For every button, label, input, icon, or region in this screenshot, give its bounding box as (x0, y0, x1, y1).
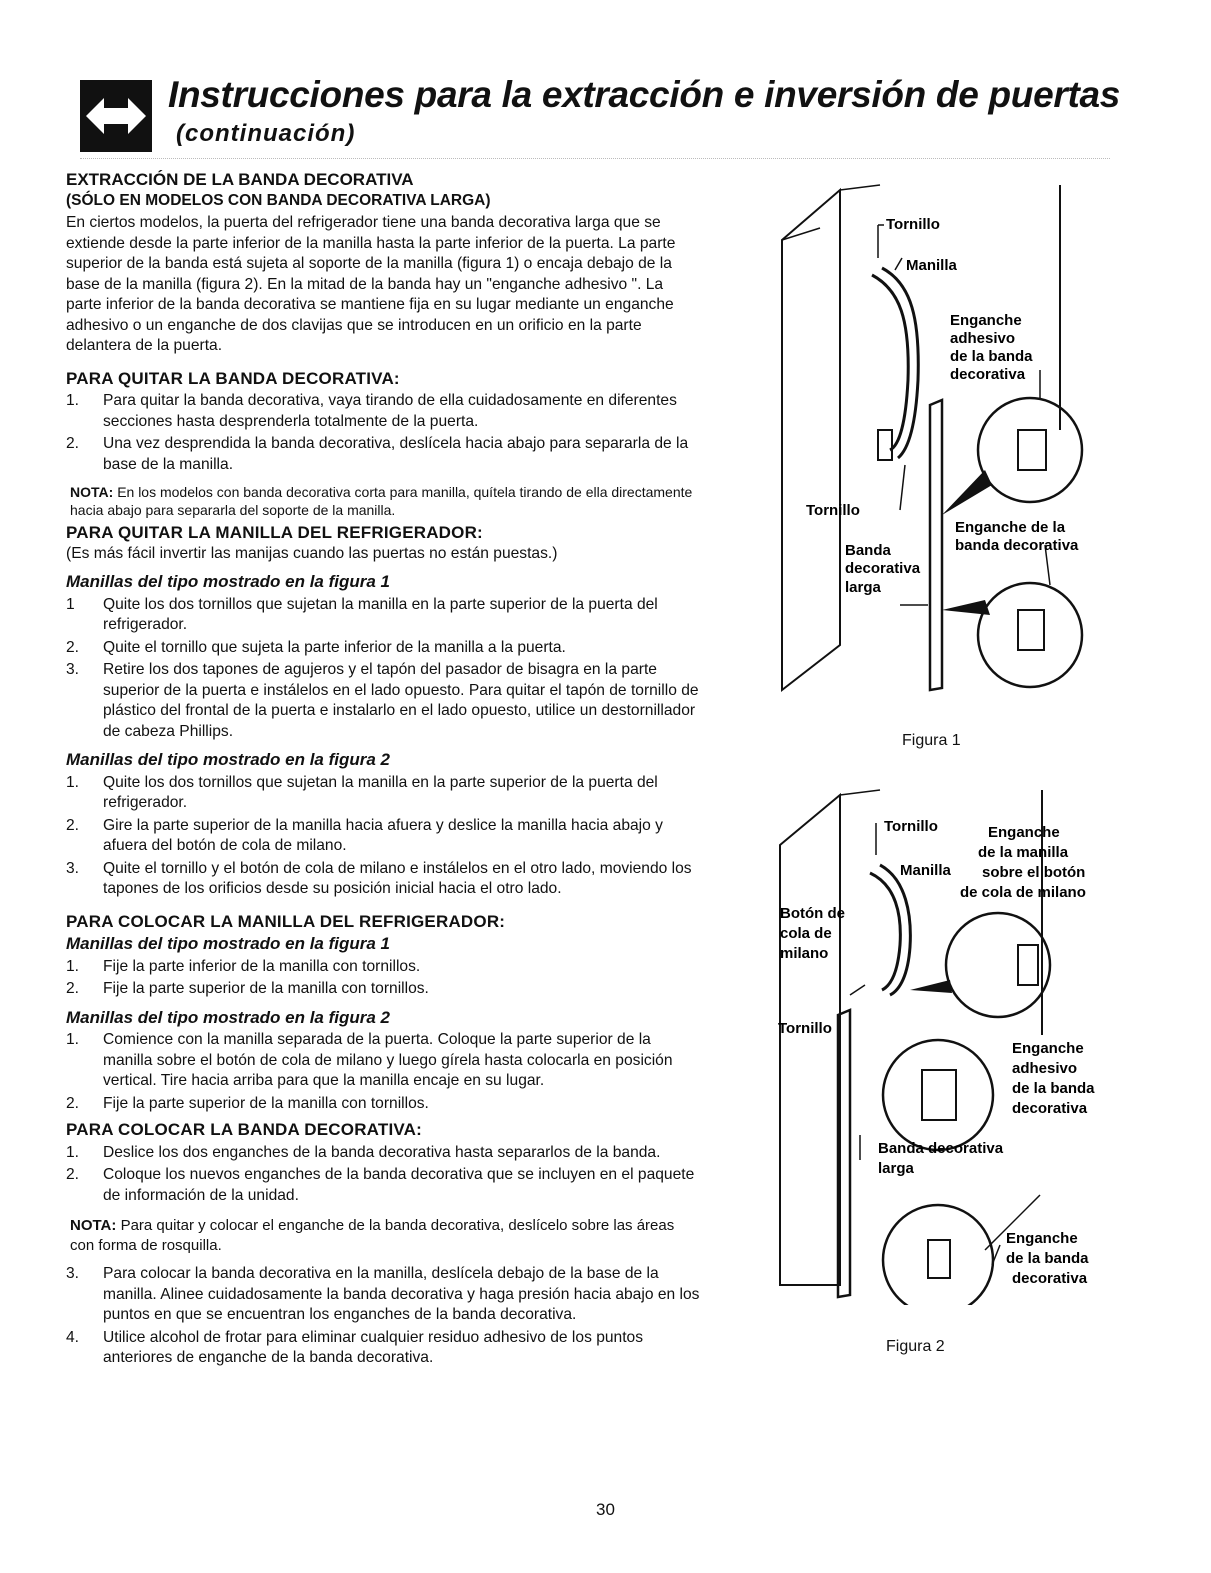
note: NOTA: En los modelos con banda decorativ… (70, 484, 693, 518)
list-item: 2.Fije la parte superior de la manilla c… (66, 1094, 429, 1112)
figure-1-caption: Figura 1 (902, 732, 961, 749)
list-item: 3.Para colocar la banda decorativa en la… (66, 1265, 700, 1323)
svg-text:milano: milano (780, 945, 828, 962)
svg-text:sobre el botón: sobre el botón (982, 864, 1085, 881)
subsection-heading: Manillas del tipo mostrado en la figura … (66, 750, 391, 769)
svg-text:de la banda: de la banda (950, 348, 1033, 365)
svg-text:Enganche de la: Enganche de la (955, 519, 1066, 536)
section-heading: PARA QUITAR LA MANILLA DEL REFRIGERADOR: (66, 523, 483, 542)
section-heading: PARA QUITAR LA BANDA DECORATIVA: (66, 368, 400, 388)
list-item: 1.Fije la parte inferior de la manilla c… (66, 957, 421, 975)
list-item: 2.Una vez desprendida la banda decorativ… (66, 435, 689, 473)
page-header: Instrucciones para la extracción e inver… (80, 70, 1120, 158)
svg-text:Enganche: Enganche (988, 824, 1060, 841)
list-item: 1.Deslice los dos enganches de la banda … (66, 1143, 661, 1161)
label-tornillo: Tornillo (806, 502, 860, 519)
svg-text:de la banda: de la banda (1012, 1080, 1095, 1097)
list-item: 2.Fije la parte superior de la manilla c… (66, 980, 429, 997)
section-heading: PARA COLOCAR LA BANDA DECORATIVA: (66, 1120, 423, 1139)
svg-text:de la manilla: de la manilla (978, 844, 1069, 861)
svg-text:Banda: Banda (845, 542, 892, 559)
list-item: 2.Gire la parte superior de la manilla h… (66, 816, 663, 855)
svg-text:Botón de: Botón de (780, 905, 845, 922)
section-heading: PARA COLOCAR LA MANILLA DEL REFRIGERADOR… (66, 911, 506, 931)
label-manilla: Manilla (906, 257, 958, 274)
list-item: 4.Utilice alcohol de frotar para elimina… (66, 1328, 644, 1367)
double-arrow-icon (80, 80, 152, 152)
svg-text:decorativa: decorativa (1012, 1100, 1088, 1117)
page-subtitle: (continuación) (176, 120, 356, 147)
svg-text:Enganche: Enganche (1006, 1230, 1078, 1247)
list-item: 2.Quite el tornillo que sujeta la parte … (66, 638, 566, 656)
figure-1-diagram: Tornillo Manilla Enganche adhesivo de la… (781, 184, 1084, 693)
svg-text:decorativa: decorativa (950, 366, 1026, 383)
list-item: 3.Quite el tornillo y el botón de cola d… (66, 859, 692, 898)
svg-text:cola de: cola de (780, 925, 832, 942)
instructions-column: EXTRACCIÓN DE LA BANDA DECORATIVA (SÓLO … (66, 170, 702, 1369)
subsection-heading: Manillas del tipo mostrado en la figura … (66, 572, 391, 591)
paragraph: En ciertos modelos, la puerta del refrig… (66, 214, 676, 354)
note: NOTA: Para quitar y colocar el enganche … (70, 1217, 675, 1254)
figure-2-caption: Figura 2 (886, 1338, 945, 1355)
svg-text:adhesivo: adhesivo (1012, 1060, 1077, 1077)
page-number: 30 (596, 1500, 615, 1519)
figure-2-diagram: Tornillo Manilla Enganche de la manilla … (778, 789, 1095, 1305)
svg-text:Enganche: Enganche (950, 312, 1022, 329)
header-divider (80, 158, 1110, 160)
page-title: Instrucciones para la extracción e inver… (168, 74, 1121, 115)
list-item: 1.Quite los dos tornillos que sujetan la… (66, 773, 658, 812)
svg-text:adhesivo: adhesivo (950, 330, 1015, 347)
svg-text:Tornillo: Tornillo (884, 818, 938, 835)
svg-text:decorativa: decorativa (845, 560, 921, 577)
subsection-heading: Manillas del tipo mostrado en la figura … (66, 934, 391, 953)
paragraph: (Es más fácil invertir las manijas cuand… (66, 544, 558, 562)
svg-text:decorativa: decorativa (1012, 1270, 1088, 1287)
section-subheading: (SÓLO EN MODELOS CON BANDA DECORATIVA LA… (66, 191, 491, 209)
svg-text:Enganche: Enganche (1012, 1040, 1084, 1057)
list-item: 2.Coloque los nuevos enganches de la ban… (66, 1166, 695, 1204)
list-item: 1.Para quitar la banda decorativa, vaya … (66, 392, 677, 430)
list-item: 1.Comience con la manilla separada de la… (66, 1031, 673, 1089)
svg-text:larga: larga (845, 579, 882, 596)
svg-text:de la banda: de la banda (1006, 1250, 1089, 1267)
svg-text:larga: larga (878, 1160, 915, 1177)
svg-text:Banda decorativa: Banda decorativa (878, 1140, 1004, 1157)
svg-text:Manilla: Manilla (900, 862, 952, 879)
svg-text:de cola de milano: de cola de milano (960, 884, 1086, 901)
list-item: 3.Retire los dos tapones de agujeros y e… (66, 661, 699, 740)
label-tornillo: Tornillo (886, 216, 940, 233)
subsection-heading: Manillas del tipo mostrado en la figura … (66, 1007, 391, 1027)
section-heading: EXTRACCIÓN DE LA BANDA DECORATIVA (66, 170, 414, 189)
svg-text:banda decorativa: banda decorativa (955, 537, 1079, 554)
svg-text:Tornillo: Tornillo (778, 1020, 832, 1037)
